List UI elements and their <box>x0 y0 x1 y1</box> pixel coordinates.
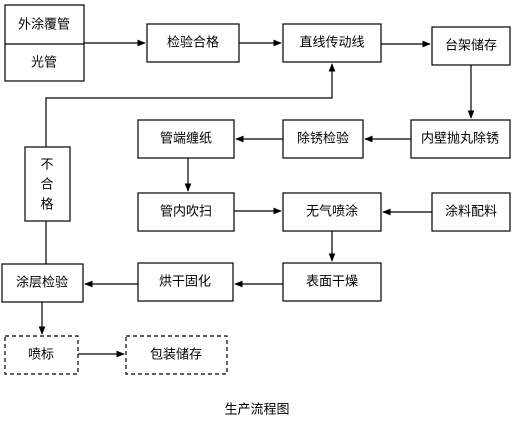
node-box-end-wrap-paper <box>137 119 235 159</box>
node-inner-wall-shot-blast: 内壁抛丸除锈 <box>421 131 499 147</box>
node-surface-dry: 表面干燥 <box>306 275 358 290</box>
node-linear-conveyor: 直线传动线 <box>299 36 364 51</box>
node-rack-storage: 台架储存 <box>445 39 497 54</box>
start-node <box>4 4 85 82</box>
node-reject-char-3: 格 <box>40 197 53 213</box>
node-outer-coating: 外涂覆管 <box>18 17 70 33</box>
node-bake-cure: 烘干固化 <box>159 275 211 290</box>
node-inner-blow: 管内吹扫 <box>160 204 212 220</box>
node-paint-mixing: 涂料配料 <box>445 204 497 220</box>
node-bare-pipe: 光管 <box>31 56 57 71</box>
node-box-inspect-ok <box>146 23 240 63</box>
node-reject-char-1: 不 <box>40 158 53 173</box>
node-box-inner-blow <box>137 192 235 232</box>
node-box-pack-store <box>125 335 228 375</box>
node-box-derust-inspect <box>282 119 364 159</box>
node-derust-inspect: 除锈检验 <box>297 131 349 147</box>
node-box-marking <box>4 335 79 375</box>
node-box-paint-mixing <box>431 192 511 232</box>
node-marking: 喷标 <box>28 348 54 363</box>
node-box-airless-spray <box>282 192 382 232</box>
node-box-reject <box>24 146 71 222</box>
node-airless-spray: 无气喷涂 <box>306 204 358 220</box>
node-pack-store: 包装储存 <box>150 348 202 363</box>
diagram-caption: 生产流程图 <box>224 403 289 418</box>
edge-reject-to-conveyor <box>45 63 336 147</box>
node-box-coating-inspect <box>1 263 84 303</box>
node-box-linear-conveyor <box>282 23 382 63</box>
node-reject-char-2: 合 <box>40 178 53 193</box>
node-end-wrap-paper: 管端缠纸 <box>160 131 212 147</box>
node-inspect-ok: 检验合格 <box>167 35 219 51</box>
node-coating-inspect: 涂层检验 <box>16 275 68 291</box>
node-box-surface-dry <box>282 262 382 302</box>
node-box-bake-cure <box>137 262 234 302</box>
